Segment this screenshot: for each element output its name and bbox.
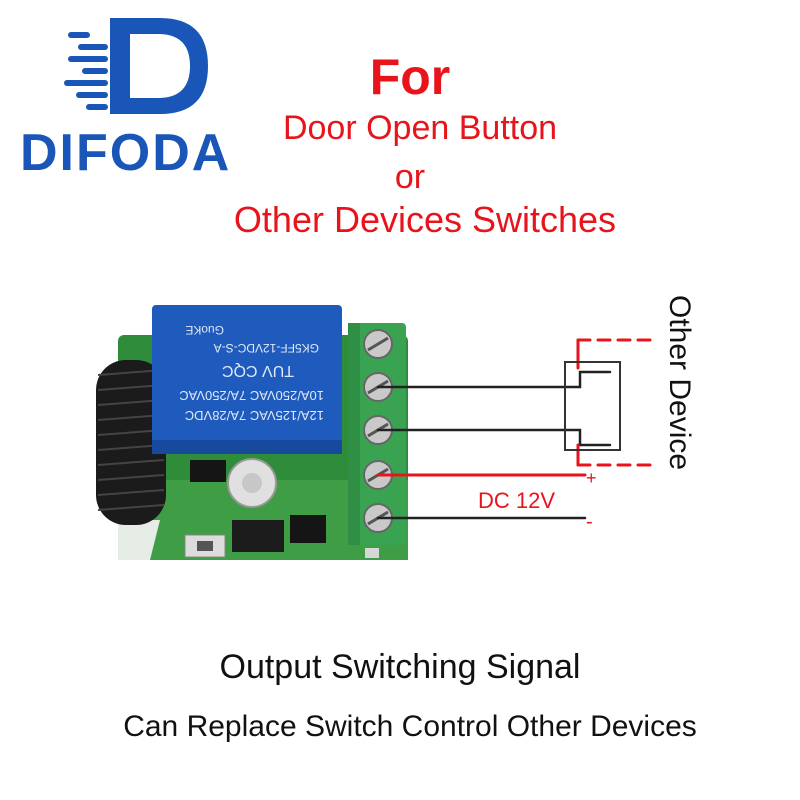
relay-spec-line-2: 10A/250VAC 7A/250VAC bbox=[179, 388, 324, 403]
ic-chip bbox=[290, 515, 326, 543]
terminal-screw bbox=[363, 329, 393, 359]
power-label: DC 12V bbox=[478, 488, 555, 513]
relay-board: 12A/125VAC 7A/28VDC 10A/250VAC 7A/250VAC… bbox=[96, 305, 408, 560]
relay-brand-line: GuoKE bbox=[185, 323, 224, 337]
d-letter-logo-icon bbox=[64, 18, 208, 114]
led bbox=[365, 548, 379, 558]
relay-module: 12A/125VAC 7A/28VDC 10A/250VAC 7A/250VAC… bbox=[152, 305, 342, 454]
capacitor bbox=[227, 458, 277, 508]
relay-cert-line: TUV CQC bbox=[222, 362, 294, 379]
footer-subheading: Can Replace Switch Control Other Devices bbox=[123, 710, 697, 743]
device-label: Other Device bbox=[663, 295, 696, 470]
device-contact-box bbox=[564, 361, 621, 451]
learn-button bbox=[184, 534, 226, 558]
output-wire-1 bbox=[376, 370, 612, 389]
output-wire-2 bbox=[376, 428, 612, 447]
relay-spec-line-1: 12A/125VAC 7A/28VDC bbox=[185, 408, 324, 423]
header-line-or: or bbox=[394, 158, 426, 196]
brand-logo: DIFODA bbox=[20, 18, 231, 180]
ic-chip bbox=[232, 520, 284, 552]
header-line-other-devices: Other Devices Switches bbox=[233, 199, 617, 240]
relay-model-line: GK5FF-12VDC-S-A bbox=[214, 341, 319, 355]
ic-chip bbox=[190, 460, 226, 482]
footer-heading: Output Switching Signal bbox=[219, 648, 581, 686]
wires bbox=[376, 338, 657, 520]
minus-symbol: - bbox=[586, 511, 593, 533]
header-line-door-open-button: Door Open Button bbox=[282, 109, 558, 147]
plus-symbol: + bbox=[586, 468, 597, 488]
brand-name: DIFODA bbox=[20, 124, 231, 180]
header-title: For bbox=[369, 49, 451, 105]
terminal-block bbox=[348, 323, 406, 545]
